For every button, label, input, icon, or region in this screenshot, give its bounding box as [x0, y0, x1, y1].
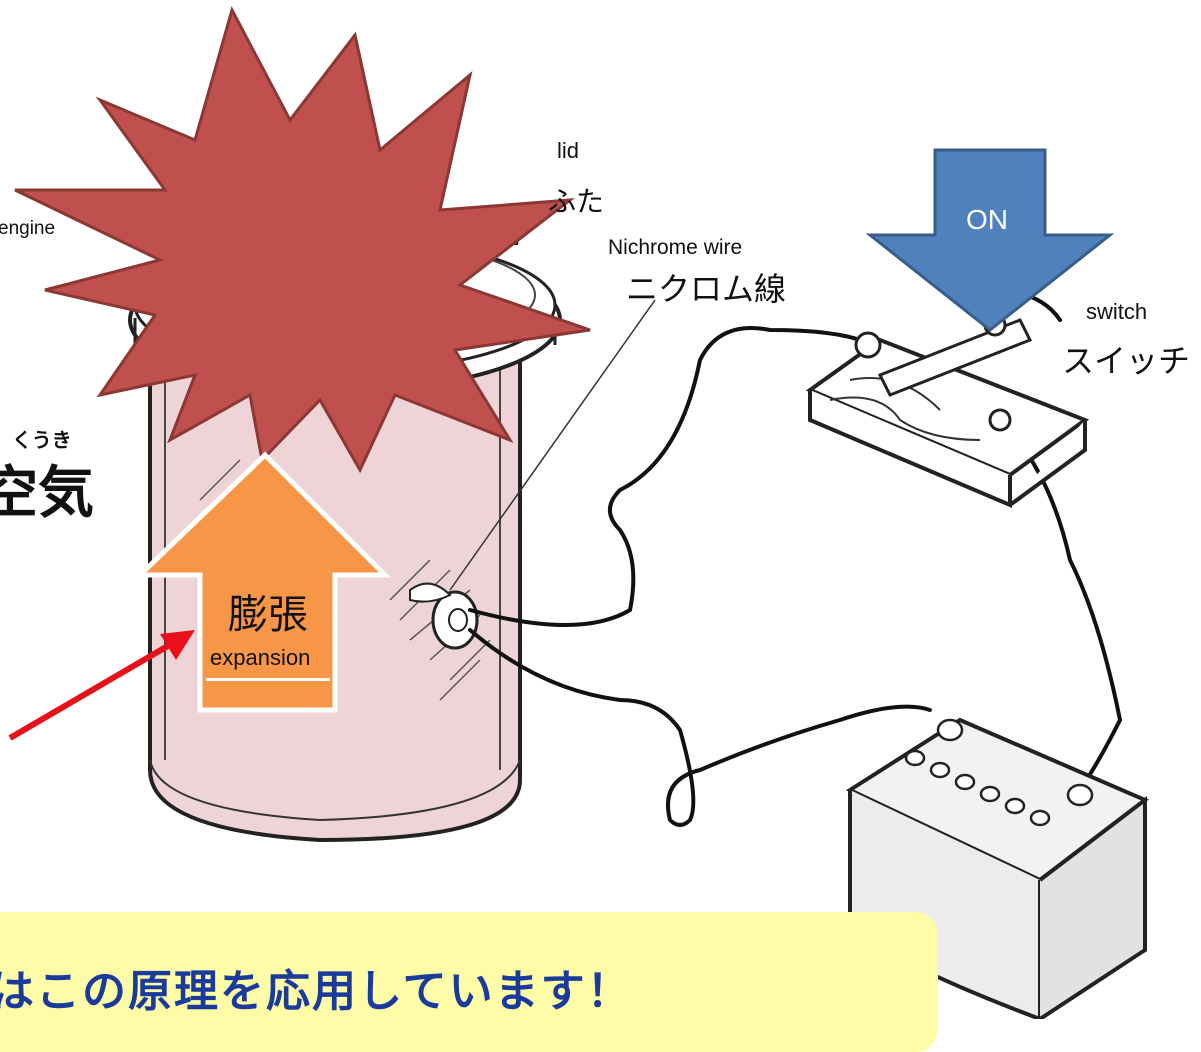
expansion-label-jp: 膨張: [228, 592, 308, 638]
air-label: 空気: [0, 461, 94, 526]
switch-label-jp: スイッチ: [1062, 342, 1191, 380]
lid-label-jp: ふた: [548, 185, 605, 218]
battery: [845, 717, 1149, 1019]
switch-device: [805, 313, 1090, 509]
explosion-shape: [14, 5, 591, 474]
nichrome-label-en: Nichrome wire: [608, 236, 743, 259]
expansion-label-en: expansion: [210, 645, 311, 670]
red-pointer-arrow: [8, 630, 195, 741]
engine-label: engine: [0, 218, 56, 239]
nichrome-label-jp: ニクロム線: [626, 270, 787, 308]
lid-label-en: lid: [557, 138, 580, 163]
wires: [468, 288, 1123, 827]
air-furigana: くうき: [12, 428, 72, 452]
principle-banner-text: はこの原理を応用しています！: [0, 966, 633, 1017]
expansion-arrow: [133, 451, 392, 713]
on-arrow: [865, 148, 1115, 332]
switch-label-en: switch: [1086, 299, 1148, 324]
nichrome-pointer: [449, 299, 656, 591]
nichrome-connector: [409, 582, 479, 650]
on-arrow-label: ON: [966, 204, 1008, 235]
experiment-diagram: [8, 5, 1149, 1019]
